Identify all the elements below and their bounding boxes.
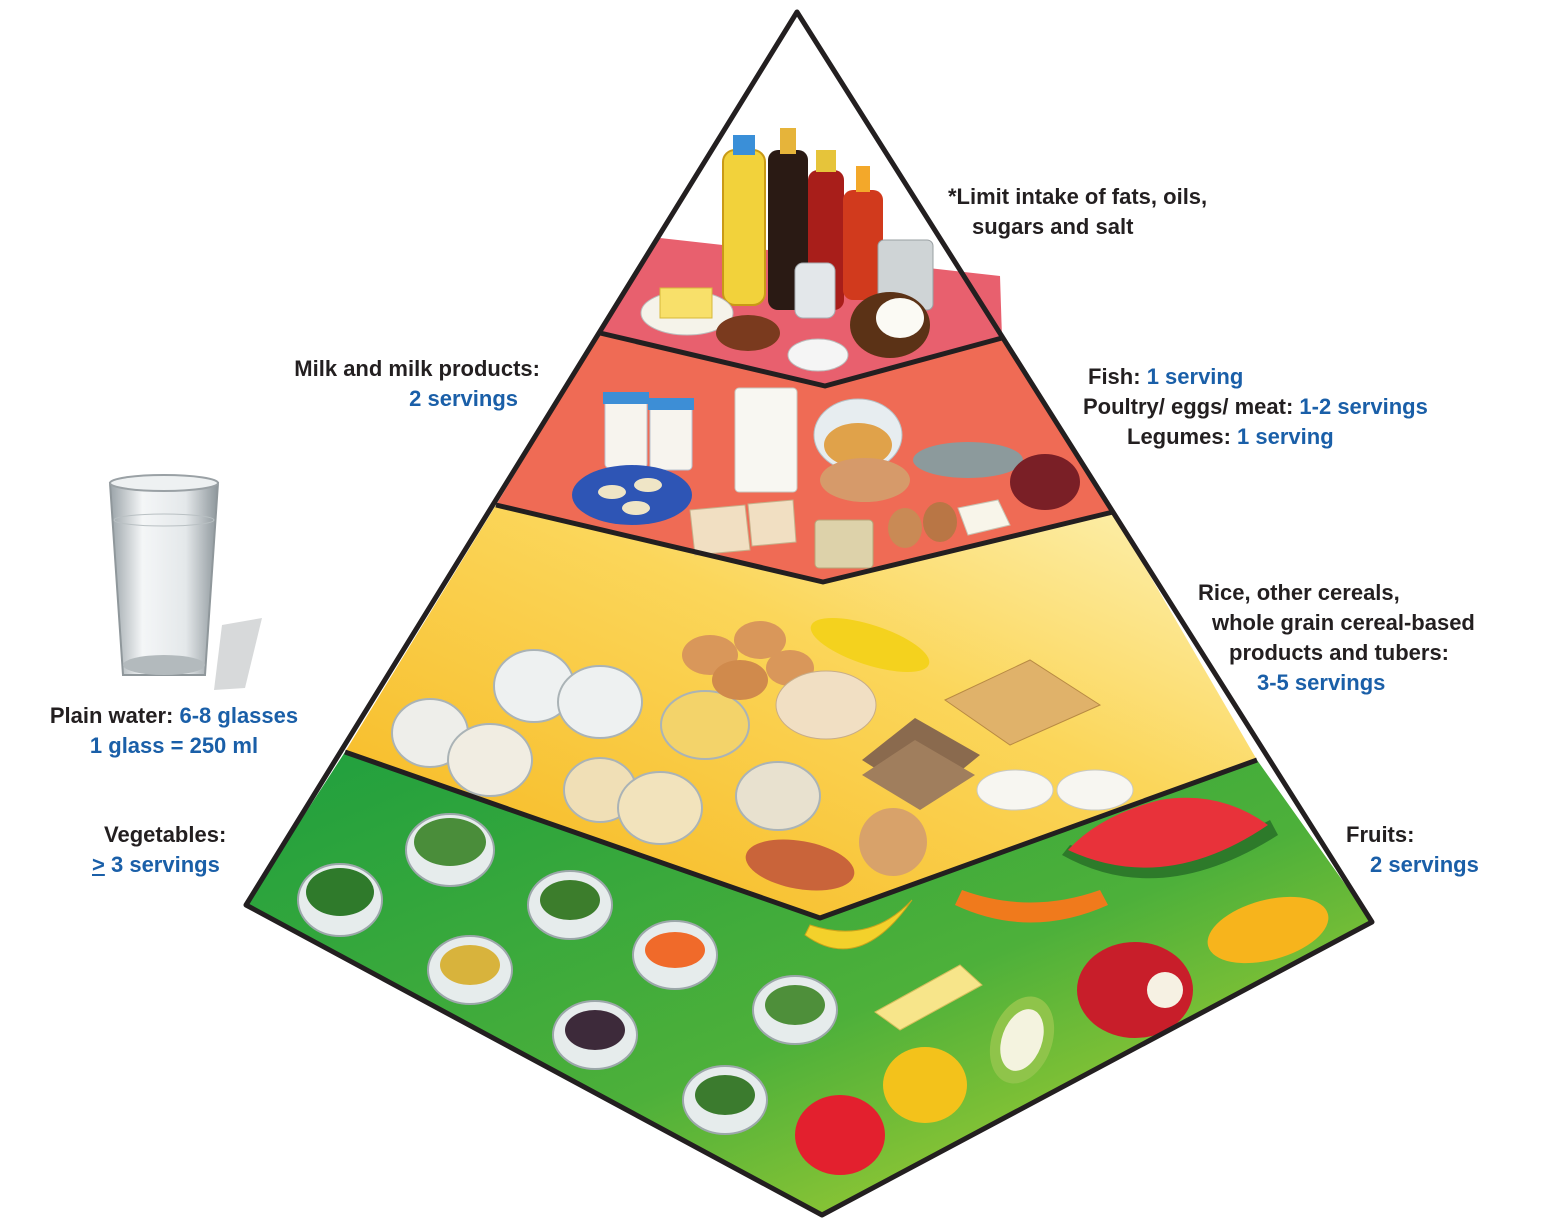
greater-or-equal-symbol: > (92, 852, 105, 877)
pyramid-outline (243, 9, 1375, 1218)
fats-label-line2: sugars and salt (972, 214, 1134, 239)
cereals-line3: products and tubers: (1229, 640, 1450, 665)
cereals-tubers-items (391, 618, 1134, 891)
cereals-servings: 3-5 servings (1257, 670, 1386, 695)
milk-label: Milk and milk products: 2 servings (294, 354, 540, 414)
fats-oils-sugar-salt-items (640, 128, 934, 372)
cereals-line2: whole grain cereal-based (1212, 610, 1475, 635)
water-label: Plain water: 6-8 glasses 1 glass = 250 m… (8, 701, 340, 761)
water-glasses: 6-8 glasses (179, 703, 299, 728)
legumes-servings: 1 serving (1237, 424, 1334, 449)
milk-protein-items (572, 387, 1080, 569)
poultry-servings: 1-2 servings (1299, 394, 1428, 419)
legumes-row: Legumes: 1 serving (1127, 422, 1428, 452)
water-glass-icon (108, 474, 262, 690)
fish-row: Fish: 1 serving (1088, 362, 1428, 392)
glass-volume: 1 glass = 250 ml (89, 733, 259, 758)
cereals-label: Rice, other cereals, whole grain cereal-… (1198, 578, 1475, 698)
fruits-items (795, 797, 1329, 1175)
milk-label-text: Milk and milk products: (294, 356, 540, 381)
fish-label: Fish: (1088, 364, 1141, 389)
poultry-row: Poultry/ eggs/ meat: 1-2 servings (1083, 392, 1428, 422)
vegetables-items (297, 813, 838, 1135)
water-row: Plain water: 6-8 glasses (8, 701, 340, 731)
fish-servings: 1 serving (1146, 364, 1244, 389)
fruits-label: Fruits: 2 servings (1346, 820, 1479, 880)
milk-servings: 2 servings (409, 386, 518, 411)
protein-label: Fish: 1 serving Poultry/ eggs/ meat: 1-2… (1083, 362, 1428, 452)
vegetables-label: Vegetables: > 3 servings (92, 820, 227, 880)
water-label-text: Plain water: (49, 703, 174, 728)
poultry-label: Poultry/ eggs/ meat: (1083, 394, 1294, 419)
vegetables-servings-row: > 3 servings (92, 850, 226, 880)
fats-label: *Limit intake of fats, oils, sugars and … (948, 182, 1207, 242)
fruits-label-text: Fruits: (1346, 822, 1415, 847)
fats-label-line1: *Limit intake of fats, oils, (948, 184, 1208, 209)
legumes-label: Legumes: (1127, 424, 1231, 449)
vegetables-label-text: Vegetables: (104, 822, 227, 847)
cereals-line1: Rice, other cereals, (1198, 580, 1400, 605)
vegetables-servings: 3 servings (110, 852, 220, 877)
fruits-servings: 2 servings (1370, 852, 1479, 877)
